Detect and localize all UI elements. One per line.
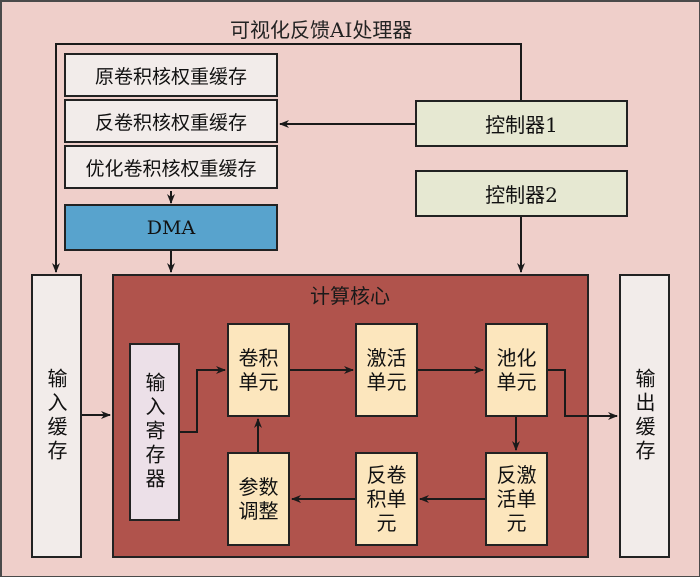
deconv-kernel-weight-cache: 反卷积核权重缓存 — [64, 99, 278, 143]
output-cache: 输出缓存 — [619, 274, 670, 558]
conv-unit: 卷积 单元 — [227, 323, 290, 417]
param-adjust-unit: 参数 调整 — [227, 452, 290, 546]
deconv-unit: 反卷 积单 元 — [355, 452, 418, 546]
compute-core-title: 计算核心 — [310, 284, 390, 308]
activation-unit: 激活 单元 — [355, 323, 418, 417]
deactivation-unit: 反激 活单 元 — [485, 452, 548, 546]
dma-block: DMA — [64, 204, 278, 251]
diagram-title: 可视化反馈AI处理器 — [230, 18, 413, 42]
input-register: 输入寄存器 — [129, 343, 180, 521]
controller-1: 控制器1 — [415, 100, 628, 147]
original-kernel-weight-cache: 原卷积核权重缓存 — [64, 53, 278, 97]
pooling-unit: 池化 单元 — [485, 323, 548, 417]
input-cache: 输入缓存 — [31, 274, 82, 558]
controller-2: 控制器2 — [415, 170, 628, 217]
optimized-kernel-weight-cache: 优化卷积核权重缓存 — [64, 145, 278, 189]
